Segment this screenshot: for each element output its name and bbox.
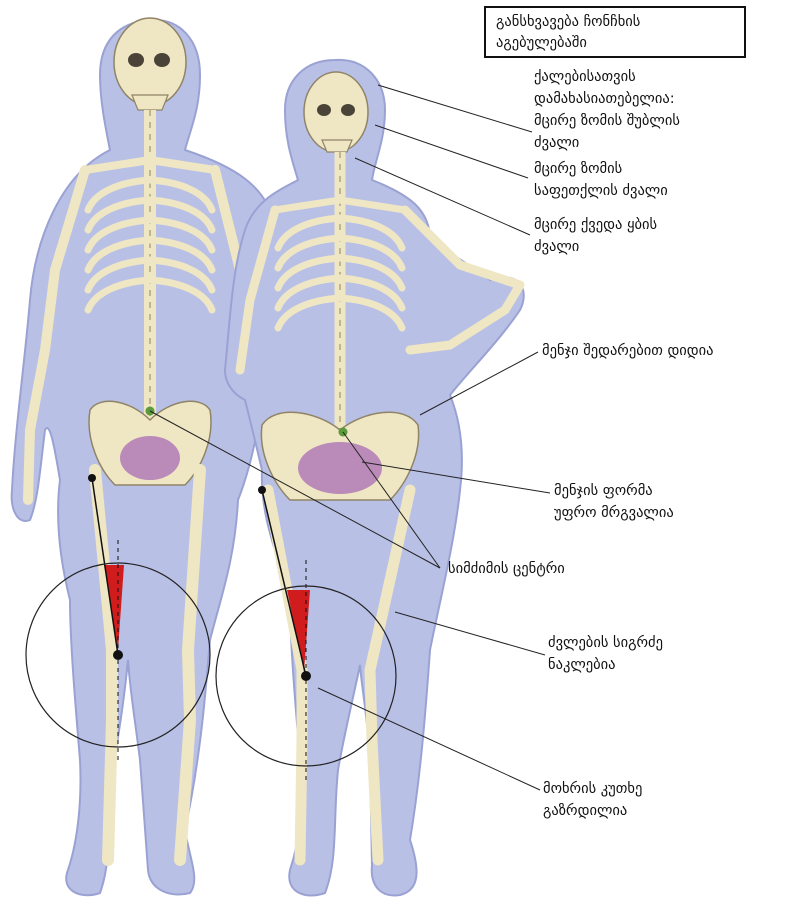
label-small-frontal-bone: მცირე ზომის შუბლის ძვალი (534, 110, 680, 154)
male-pelvis-highlight (120, 436, 180, 480)
label-small-zygomatic-bone: მცირე ზომის საფეთქლის ძვალი (534, 158, 668, 202)
female-features-heading: ქალებისათვის დამახასიათებელია: (534, 66, 675, 110)
female-pelvis-highlight (298, 442, 382, 494)
label-shorter-bones: ძვლების სიგრძე ნაკლებია (548, 632, 663, 676)
label-small-mandible: მცირე ქვედა ყბის ძვალი (534, 214, 657, 258)
label-pelvis-rounder: მენჯის ფორმა უფრო მრგვალია (554, 480, 674, 524)
male-skull (114, 18, 186, 106)
label-center-of-gravity: სიმძიმის ცენტრი (448, 558, 565, 580)
label-knee-angle: მოხრის კუთხე გაზრდილია (543, 778, 642, 822)
title-box: განსხვავება ჩონჩხის აგებულებაში (484, 6, 746, 58)
label-pelvis-larger: მენჯი შედარებით დიდია (542, 340, 714, 362)
female-skeleton (216, 60, 524, 896)
